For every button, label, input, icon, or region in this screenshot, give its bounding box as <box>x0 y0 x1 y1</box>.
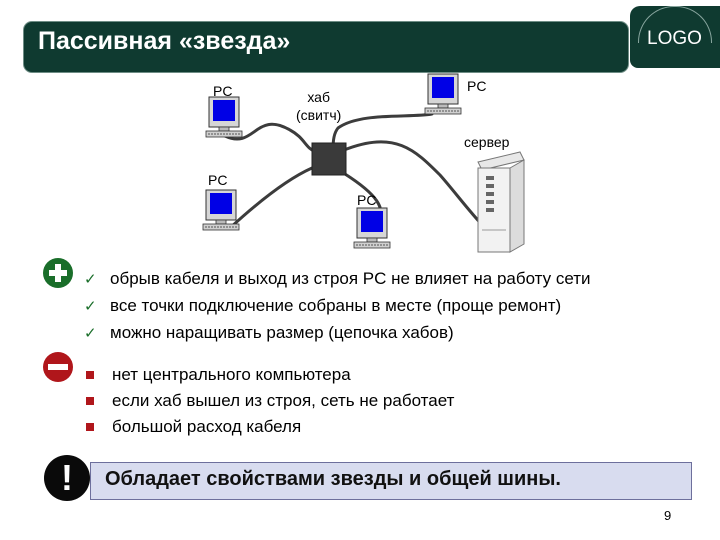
slide-title: Пассивная «звезда» <box>38 27 291 55</box>
cons-list: нет центрального компьютера если хаб выш… <box>84 362 454 440</box>
list-item: большой расход кабеля <box>84 414 454 440</box>
page-number: 9 <box>664 508 672 523</box>
list-item: ✓можно наращивать размер (цепочка хабов) <box>84 320 591 347</box>
hub-label-line2: (свитч) <box>296 107 342 123</box>
pc-label-middle-left: PC <box>208 172 228 188</box>
network-diagram <box>202 73 525 253</box>
cable-pc3 <box>331 112 434 152</box>
hub-box <box>311 142 347 176</box>
hub-label-line1: хаб <box>307 89 330 105</box>
minus-circle-icon <box>43 352 73 382</box>
note-box: Обладает свойствами звезды и общей шины. <box>90 462 692 500</box>
pc-bottom-center-icon <box>353 207 391 249</box>
check-icon: ✓ <box>84 325 97 342</box>
exclamation-icon: ! <box>44 455 90 501</box>
list-item: нет центрального компьютера <box>84 362 454 388</box>
hub-label: хаб (свитч) <box>296 88 341 124</box>
pc-label-bottom-center: PC <box>357 192 377 208</box>
list-item: ✓обрыв кабеля и выход из строя PC не вли… <box>84 266 591 293</box>
cable-pc1 <box>223 122 318 154</box>
cable-group <box>223 112 487 232</box>
plus-circle-icon <box>43 258 73 288</box>
list-item: если хаб вышел из строя, сеть не работае… <box>84 388 454 414</box>
pros-list: ✓обрыв кабеля и выход из строя PC не вли… <box>84 266 591 347</box>
pc-label-top-right: PC <box>467 78 487 94</box>
cable-server <box>342 140 487 230</box>
pc-label-top-left: PC <box>213 83 233 99</box>
square-bullet-icon <box>86 422 94 431</box>
pc-top-right-icon <box>424 73 462 115</box>
square-bullet-icon <box>86 396 94 405</box>
logo-text: LOGO <box>647 28 702 49</box>
title-bar: Пассивная «звезда» <box>24 22 628 72</box>
pc-middle-left-icon <box>202 189 240 231</box>
server-icon <box>477 151 525 253</box>
note-text: Обладает свойствами звезды и общей шины. <box>105 468 561 490</box>
pc-top-left-icon <box>205 96 243 138</box>
cable-pc2 <box>228 166 314 230</box>
square-bullet-icon <box>86 370 94 379</box>
list-item: ✓все точки подключение собраны в месте (… <box>84 293 591 320</box>
check-icon: ✓ <box>84 298 97 315</box>
check-icon: ✓ <box>84 271 97 288</box>
logo-tab: LOGO <box>630 6 720 68</box>
server-label: сервер <box>464 134 510 150</box>
